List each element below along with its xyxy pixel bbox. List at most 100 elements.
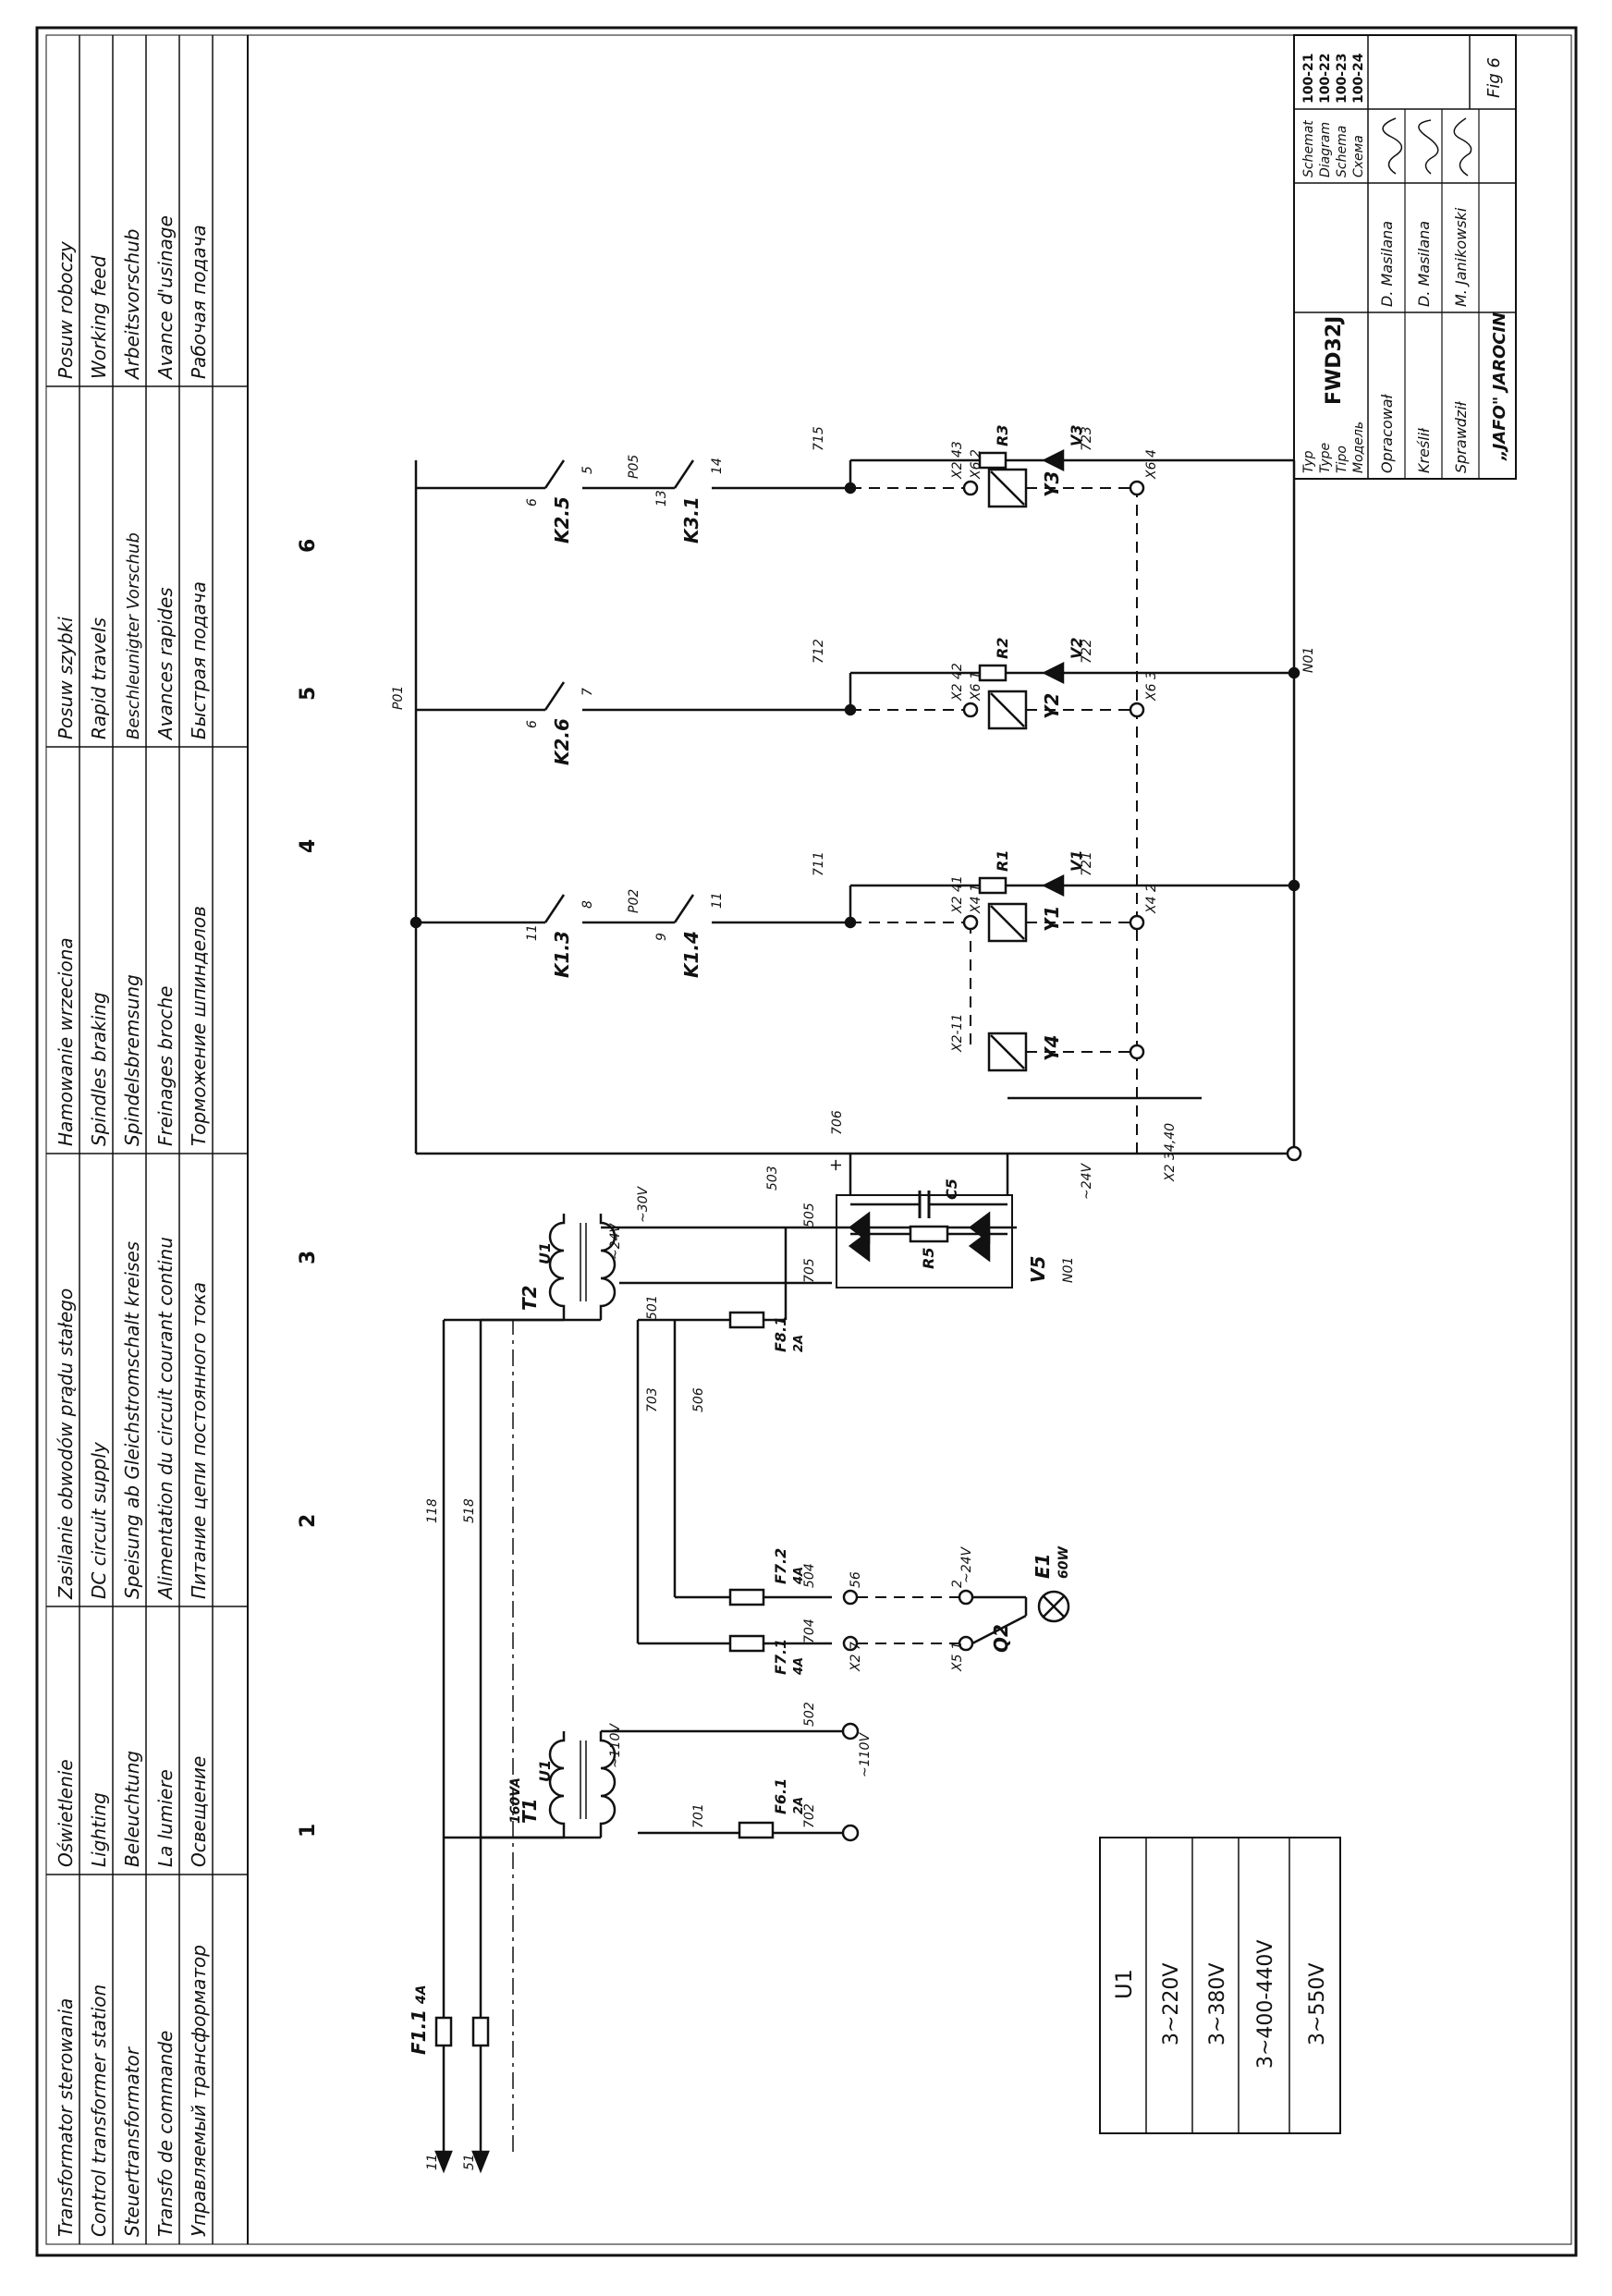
legend-header: Transformator sterowania Control transfo… (46, 35, 249, 2244)
legend-c6-de: Arbeitsvorschub (121, 229, 143, 381)
label-F8-1-rating: 2A (792, 1335, 806, 1352)
term-x2-7: X2 7 (849, 1642, 863, 1672)
solenoid-branches (849, 448, 1294, 1154)
volt-24: ~24V (608, 1222, 623, 1260)
legend-c3-ru: Питание цепи постоянного тока (188, 1282, 210, 1599)
column-number-6: 6 (297, 539, 320, 553)
label-F6-1: F6.1 (772, 1778, 789, 1814)
legend-c3-en: DC circuit supply (88, 1441, 110, 1599)
rectifier-V5 (786, 1194, 1017, 1288)
column-number-1: 1 (297, 1824, 320, 1838)
tb-name-2: M. Janikowski (1452, 207, 1470, 307)
legend-c6-ru: Рабочая подача (188, 225, 210, 379)
inner-frame (45, 34, 1572, 2245)
wire-504: 504 (802, 1563, 817, 1588)
tb-type-label-1: Type (1318, 443, 1333, 473)
tb-role-1: Kreślił (1415, 427, 1433, 473)
label-Y4: Y4 (1041, 1035, 1063, 1061)
label-T1: T1 (519, 1798, 541, 1824)
wire-502: 502 (802, 1702, 817, 1727)
legend-c4-de: Spindelsbremsung (121, 974, 143, 1146)
legend-c6-en: Working feed (88, 255, 110, 379)
label-Y1: Y1 (1041, 906, 1063, 932)
label-Q2: Q2 (990, 1624, 1012, 1653)
fuse-F7-2 (728, 1588, 765, 1606)
wire-501: 501 (645, 1295, 660, 1320)
circuit (409, 448, 1302, 2174)
wire-N01: N01 (1061, 1257, 1076, 1283)
term-x2-43: X2 43 (950, 441, 965, 480)
legend-c3-de: Speisung ab Gleichstromschalt kreises (121, 1241, 143, 1599)
wire-703: 703 (645, 1387, 660, 1412)
tb-fig: Fig 6 (1484, 57, 1504, 98)
wire-712: 712 (812, 639, 826, 664)
wire-705: 705 (802, 1258, 817, 1283)
term-2: 2 (950, 1580, 965, 1588)
wire-721: 721 (1080, 851, 1094, 876)
label-V2: V2 (1068, 637, 1085, 659)
wire-505: 505 (802, 1203, 817, 1227)
legend-c1-de: Steuertransformator (121, 2046, 143, 2237)
legend-c5-fr: Avances rapides (154, 587, 177, 741)
label-R1: R1 (994, 850, 1011, 872)
fuse-F6-1 (738, 1821, 775, 1839)
title-block: Typ Type Tipo Модель FWD32J Schemat Diag… (1293, 34, 1517, 480)
voltage-row-400: 3~400-440V (1254, 1940, 1277, 2069)
label-F1-1: F1.1 (408, 2009, 430, 2055)
label-Y3: Y3 (1041, 471, 1063, 497)
wire-711: 711 (812, 851, 826, 876)
tb-name-1: D. Masilana (1415, 221, 1433, 307)
volt-24c: ~24V (1080, 1162, 1094, 1200)
legend-c4-pl: Hamowanie wrzeciona (55, 937, 77, 1146)
wire-715: 715 (812, 426, 826, 451)
transformer-T1 (444, 1731, 617, 1839)
legend-c5-ru: Быстрая подача (188, 581, 210, 739)
term-x2-41: X2 41 (950, 875, 965, 914)
label-F7-2-rating: 4A (792, 1567, 806, 1585)
label-F8-1: F8.1 (772, 1316, 789, 1352)
signature-1 (1418, 119, 1439, 175)
voltage-table-header: U1 (1111, 1969, 1137, 1999)
legend-c2-en: Lighting (88, 1792, 110, 1867)
label-F6-1-rating: 2A (792, 1797, 806, 1814)
term-x2-42: X2 42 (950, 663, 965, 702)
legend-c1-ru: Управляемый трансформатор (188, 1945, 210, 2237)
voltage-row-550: 3~550V (1306, 1963, 1329, 2046)
wire-P05: P05 (627, 455, 641, 479)
term-x4-1: X4 1 (969, 884, 983, 914)
tb-role-2: Sprawdził (1452, 400, 1470, 473)
tb-type-label-0: Typ (1301, 450, 1316, 473)
wire-706: 706 (830, 1110, 845, 1135)
volt-110: ~110V (608, 1723, 623, 1768)
drawing-frame (35, 26, 1578, 2257)
label-T2: T2 (519, 1285, 541, 1311)
label-E1-rating: 60W (1056, 1546, 1071, 1579)
signature-0 (1382, 117, 1403, 175)
fuse-F8-1 (728, 1311, 765, 1329)
legend-c3-fr: Alimentation du circuit courant continu (154, 1237, 177, 1601)
term-x6-3: X6 3 (1144, 671, 1159, 702)
term-x2-11: X2-11 (950, 1014, 965, 1053)
wire-503: 503 (765, 1166, 780, 1191)
label-V5: V5 (1027, 1256, 1049, 1283)
tb-type-label-2: Tipo (1335, 446, 1349, 473)
tb-schema-label-1: Diagram (1318, 122, 1333, 177)
legend-c5-de: Beschleunigter Vorschub (124, 532, 143, 739)
wire-labels: 11 51 118 518 ~110V ~110V ~24V ~30V ~24V… (391, 426, 1316, 2170)
legend-c2-fr: La lumiere (154, 1769, 177, 1867)
tb-name-0: D. Masilana (1378, 221, 1396, 307)
wire-704: 704 (802, 1618, 817, 1643)
wire-P01: P01 (391, 686, 406, 710)
legend-c2-pl: Oświetlenie (55, 1759, 77, 1867)
column-number-5: 5 (297, 687, 320, 701)
term-x4-2: X4 2 (1144, 884, 1159, 914)
landscape-content: Transformator sterowania Control transfo… (46, 34, 1517, 2244)
label-E1: E1 (1032, 1553, 1054, 1579)
voltage-table: U1 3~220V 3~380V 3~400-440V 3~550V (1099, 1837, 1341, 2134)
label-K1-3: K1.3 (551, 931, 573, 978)
wire-702: 702 (802, 1803, 817, 1828)
wire-701: 701 (691, 1803, 706, 1828)
tb-type-label-3: Модель (1351, 421, 1366, 473)
